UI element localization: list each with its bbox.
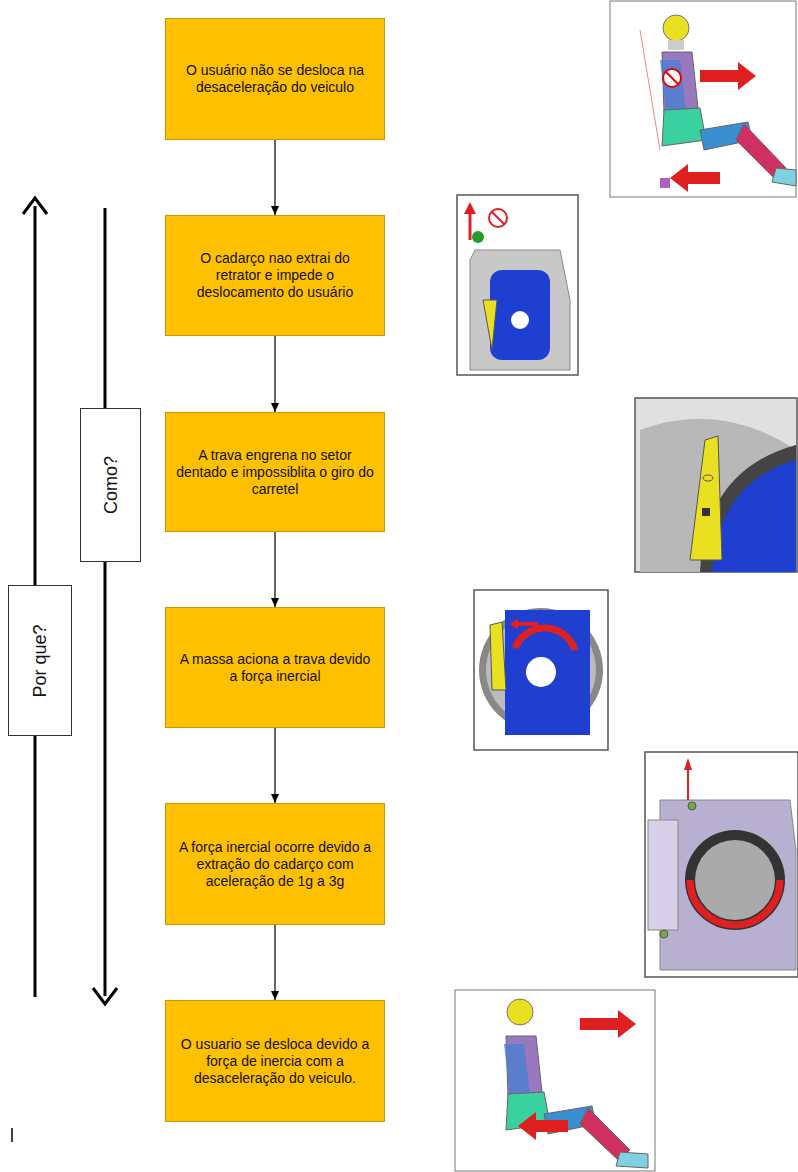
retractor-locked-image (457, 195, 578, 375)
flow-arrow (274, 336, 275, 412)
stray-mark (11, 1128, 13, 1142)
process-box: O cadarço nao extrai do retrator e imped… (165, 215, 385, 336)
inertia-mass-image (474, 590, 608, 750)
flow-arrow (274, 925, 275, 1000)
box-text: A trava engrena no setor dentado e impos… (166, 441, 384, 504)
process-box: O usuário não se desloca na desaceleraçã… (165, 18, 385, 140)
flow-arrow (274, 140, 275, 215)
box-text: A massa aciona a trava devido a força in… (166, 645, 384, 691)
question-text: Como? (100, 456, 121, 514)
question-label-box: Por que? (8, 585, 72, 736)
question-label-box: Como? (80, 408, 141, 562)
process-box: O usuario se desloca devido a força de i… (165, 1000, 385, 1122)
flow-arrow (274, 728, 275, 803)
question-text: Por que? (30, 624, 51, 697)
box-text: O cadarço nao extrai do retrator e imped… (166, 244, 384, 307)
how-arrow-head (93, 988, 117, 1004)
retractor-housing-image (645, 752, 798, 977)
box-text: A força inercial ocorre devido a extraçã… (166, 833, 384, 896)
process-box: A trava engrena no setor dentado e impos… (165, 412, 385, 532)
dummy-figure-top (610, 1, 796, 197)
flow-arrow (274, 532, 275, 607)
pawl-teeth-image (635, 398, 797, 572)
dummy-figure-bottom (455, 990, 655, 1171)
box-text: O usuário não se desloca na desaceleraçã… (166, 56, 384, 102)
why-arrow-head (23, 198, 47, 214)
process-box: A força inercial ocorre devido a extraçã… (165, 803, 385, 925)
process-box: A massa aciona a trava devido a força in… (165, 607, 385, 728)
how-arrow (104, 208, 107, 996)
box-text: O usuario se desloca devido a força de i… (166, 1030, 384, 1093)
